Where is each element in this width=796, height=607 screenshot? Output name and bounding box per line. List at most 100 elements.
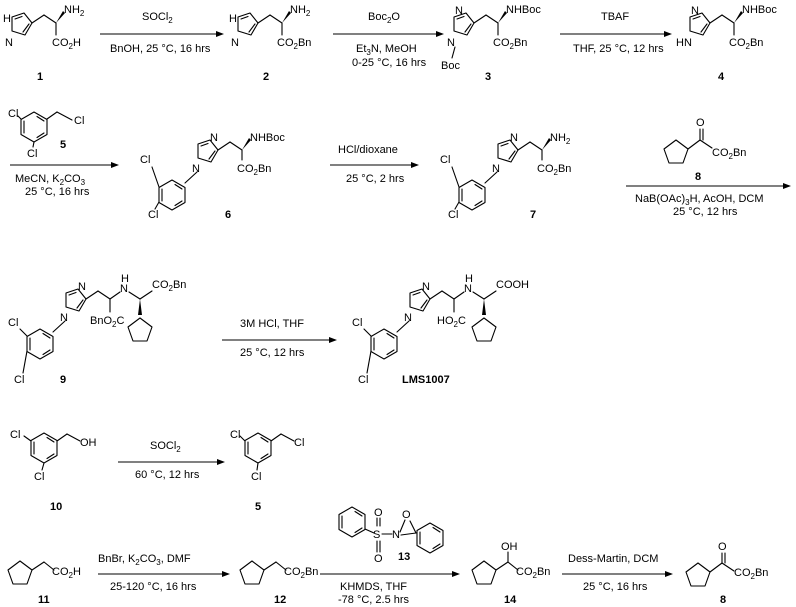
svg-text:Cl: Cl (10, 429, 20, 441)
svg-text:O: O (374, 553, 383, 565)
svg-text:HN: HN (676, 37, 692, 49)
reagent-hcl-dioxane: HCl/dioxane (338, 144, 398, 156)
svg-text:Cl: Cl (358, 374, 368, 386)
compound-label-4: 4 (718, 71, 725, 83)
arrowhead-2 (436, 31, 444, 37)
svg-text:O: O (402, 509, 411, 521)
conditions-10b: -78 °C, 2.5 hrs (338, 594, 410, 606)
svg-text:N: N (422, 281, 430, 293)
svg-text:NHBoc: NHBoc (506, 4, 541, 16)
reagent-boc2o: Boc2O (368, 11, 400, 25)
compound-10: Cl Cl OH (10, 429, 97, 483)
svg-text:OH: OH (80, 437, 97, 449)
co2h-label: CO2H (52, 37, 81, 51)
svg-text:N: N (404, 312, 412, 324)
svg-text:CO2Bn: CO2Bn (734, 567, 768, 581)
compound-14: OH CO2Bn (471, 541, 550, 585)
compound-11: CO2H (7, 560, 81, 585)
compound-13-reagent: S O O N O (338, 506, 444, 565)
svg-text:Boc: Boc (441, 60, 460, 72)
conditions-6a: NaB(OAc)3H, AcOH, DCM (635, 193, 764, 207)
conditions-2a: Et3N, MeOH (356, 43, 417, 57)
compound-5: Cl Cl Cl (230, 429, 304, 483)
svg-text:Cl: Cl (14, 374, 24, 386)
compound-label-1: 1 (37, 71, 43, 83)
svg-text:Cl: Cl (8, 317, 18, 329)
conditions-6b: 25 °C, 12 hrs (673, 206, 738, 218)
conditions-4a: MeCN, K2CO3 (15, 173, 86, 187)
reagent-bnbr: BnBr, K2CO3, DMF (98, 553, 191, 567)
svg-text:CO2Bn: CO2Bn (729, 37, 763, 51)
svg-text:CO2Bn: CO2Bn (284, 566, 318, 580)
compound-8-reagent: O CO2Bn (663, 117, 746, 164)
arrowhead-3 (664, 31, 672, 37)
svg-text:SOCl2: SOCl2 (150, 440, 181, 454)
svg-text:N: N (392, 529, 400, 541)
svg-text:Cl: Cl (27, 148, 37, 160)
arrowhead-7 (329, 337, 337, 343)
compound-3: N N Boc NHBoc CO2Bn (441, 4, 541, 72)
compound-4: N HN NHBoc CO2Bn (676, 4, 777, 51)
svg-text:N: N (455, 5, 463, 17)
compound-1: N H NH2 CO2H (3, 4, 85, 51)
arrowhead-10 (452, 571, 460, 577)
compound-12: CO2Bn (239, 560, 318, 585)
svg-text:CO2Bn: CO2Bn (493, 37, 527, 51)
atom-H: H (3, 13, 11, 25)
compound-label-5-reagent: 5 (60, 139, 66, 151)
reagent-dess-martin: Dess-Martin, DCM (568, 553, 658, 565)
svg-text:Cl: Cl (440, 154, 450, 166)
svg-text:N: N (192, 163, 200, 175)
compound-label-9: 9 (60, 374, 66, 386)
svg-text:N: N (510, 132, 518, 144)
compound-label-10: 10 (50, 501, 62, 513)
conditions-10a: KHMDS, THF (340, 581, 407, 593)
nh2-label: NH2 (64, 4, 85, 18)
conditions-4b: 25 °C, 16 hrs (25, 186, 90, 198)
compound-label-12: 12 (274, 594, 286, 606)
arrowhead-4 (111, 162, 119, 168)
svg-text:O: O (374, 507, 383, 519)
svg-text:NH2: NH2 (550, 132, 571, 146)
svg-text:N: N (210, 132, 218, 144)
compound-6: N N Cl Cl NHBoc CO2Bn (140, 132, 285, 221)
compound-label-3: 3 (485, 71, 491, 83)
svg-text:N: N (60, 312, 68, 324)
svg-text:H: H (465, 273, 473, 285)
conditions-8: 60 °C, 12 hrs (135, 469, 200, 481)
arrowhead-9 (222, 571, 230, 577)
svg-text:Cl: Cl (148, 209, 158, 221)
atom-N: N (5, 37, 13, 49)
svg-text:Cl: Cl (74, 115, 84, 127)
svg-text:NH2: NH2 (290, 4, 311, 18)
svg-text:H: H (229, 13, 237, 25)
svg-text:BnO2C: BnO2C (90, 315, 124, 329)
compound-label-5: 5 (255, 501, 261, 513)
svg-text:Cl: Cl (352, 317, 362, 329)
svg-text:CO2H: CO2H (52, 566, 81, 580)
compound-5-reagent: Cl Cl Cl (8, 108, 84, 160)
svg-text:OH: OH (501, 541, 518, 553)
compound-label-6: 6 (225, 209, 231, 221)
reagent-socl2: SOCl2 (142, 11, 173, 25)
svg-text:CO2Bn: CO2Bn (277, 37, 311, 51)
svg-text:Cl: Cl (230, 429, 240, 441)
svg-text:NHBoc: NHBoc (742, 4, 777, 16)
conditions-3: THF, 25 °C, 12 hrs (573, 43, 664, 55)
svg-text:Cl: Cl (140, 154, 150, 166)
svg-text:N: N (120, 283, 128, 295)
conditions-7: 25 °C, 12 hrs (240, 347, 305, 359)
conditions-11: 25 °C, 16 hrs (583, 581, 648, 593)
compound-7: N N Cl Cl NH2 CO2Bn (440, 132, 571, 221)
reagent-3m-hcl: 3M HCl, THF (240, 318, 304, 330)
arrowhead-11 (665, 571, 673, 577)
svg-text:CO2Bn: CO2Bn (712, 147, 746, 161)
svg-text:H: H (121, 273, 129, 285)
compound-label-8-reagent: 8 (695, 171, 701, 183)
conditions-2b: 0-25 °C, 16 hrs (352, 57, 427, 69)
svg-text:S: S (373, 529, 380, 541)
compound-8: O CO2Bn (685, 541, 768, 587)
arrowhead-6 (783, 183, 791, 189)
svg-text:Cl: Cl (34, 471, 44, 483)
